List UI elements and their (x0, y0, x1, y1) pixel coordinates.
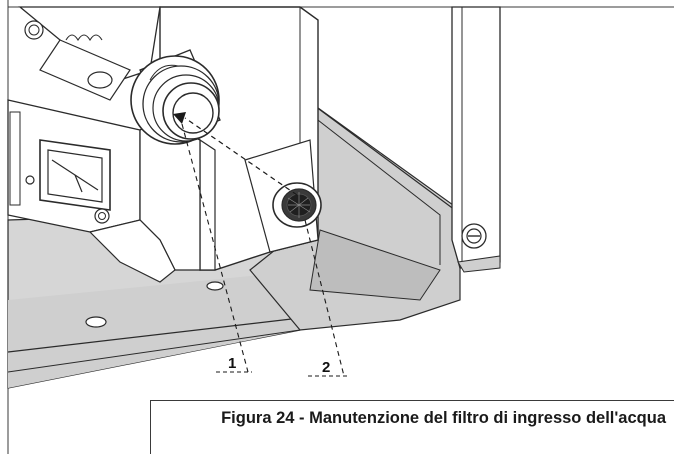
caption-box: Figura 24 - Manutenzione del filtro di i… (150, 400, 674, 454)
inlet-pipe (18, 6, 161, 101)
mesh-filter-icon (272, 182, 322, 228)
leader-line-1 (181, 123, 252, 373)
rocker-switch-icon (25, 139, 111, 211)
insertion-arrow (173, 112, 298, 196)
callout-label-2: 2 (322, 359, 330, 376)
figure-caption: Figura 24 - Manutenzione del filtro di i… (221, 409, 666, 427)
callout-label-1: 1 (228, 355, 236, 372)
base-hole (85, 316, 107, 328)
bracket-screw (94, 208, 110, 224)
panel-screw (461, 223, 487, 249)
threaded-fitting (130, 49, 221, 145)
base-hole-small (206, 281, 224, 291)
side-panel (451, 6, 501, 273)
